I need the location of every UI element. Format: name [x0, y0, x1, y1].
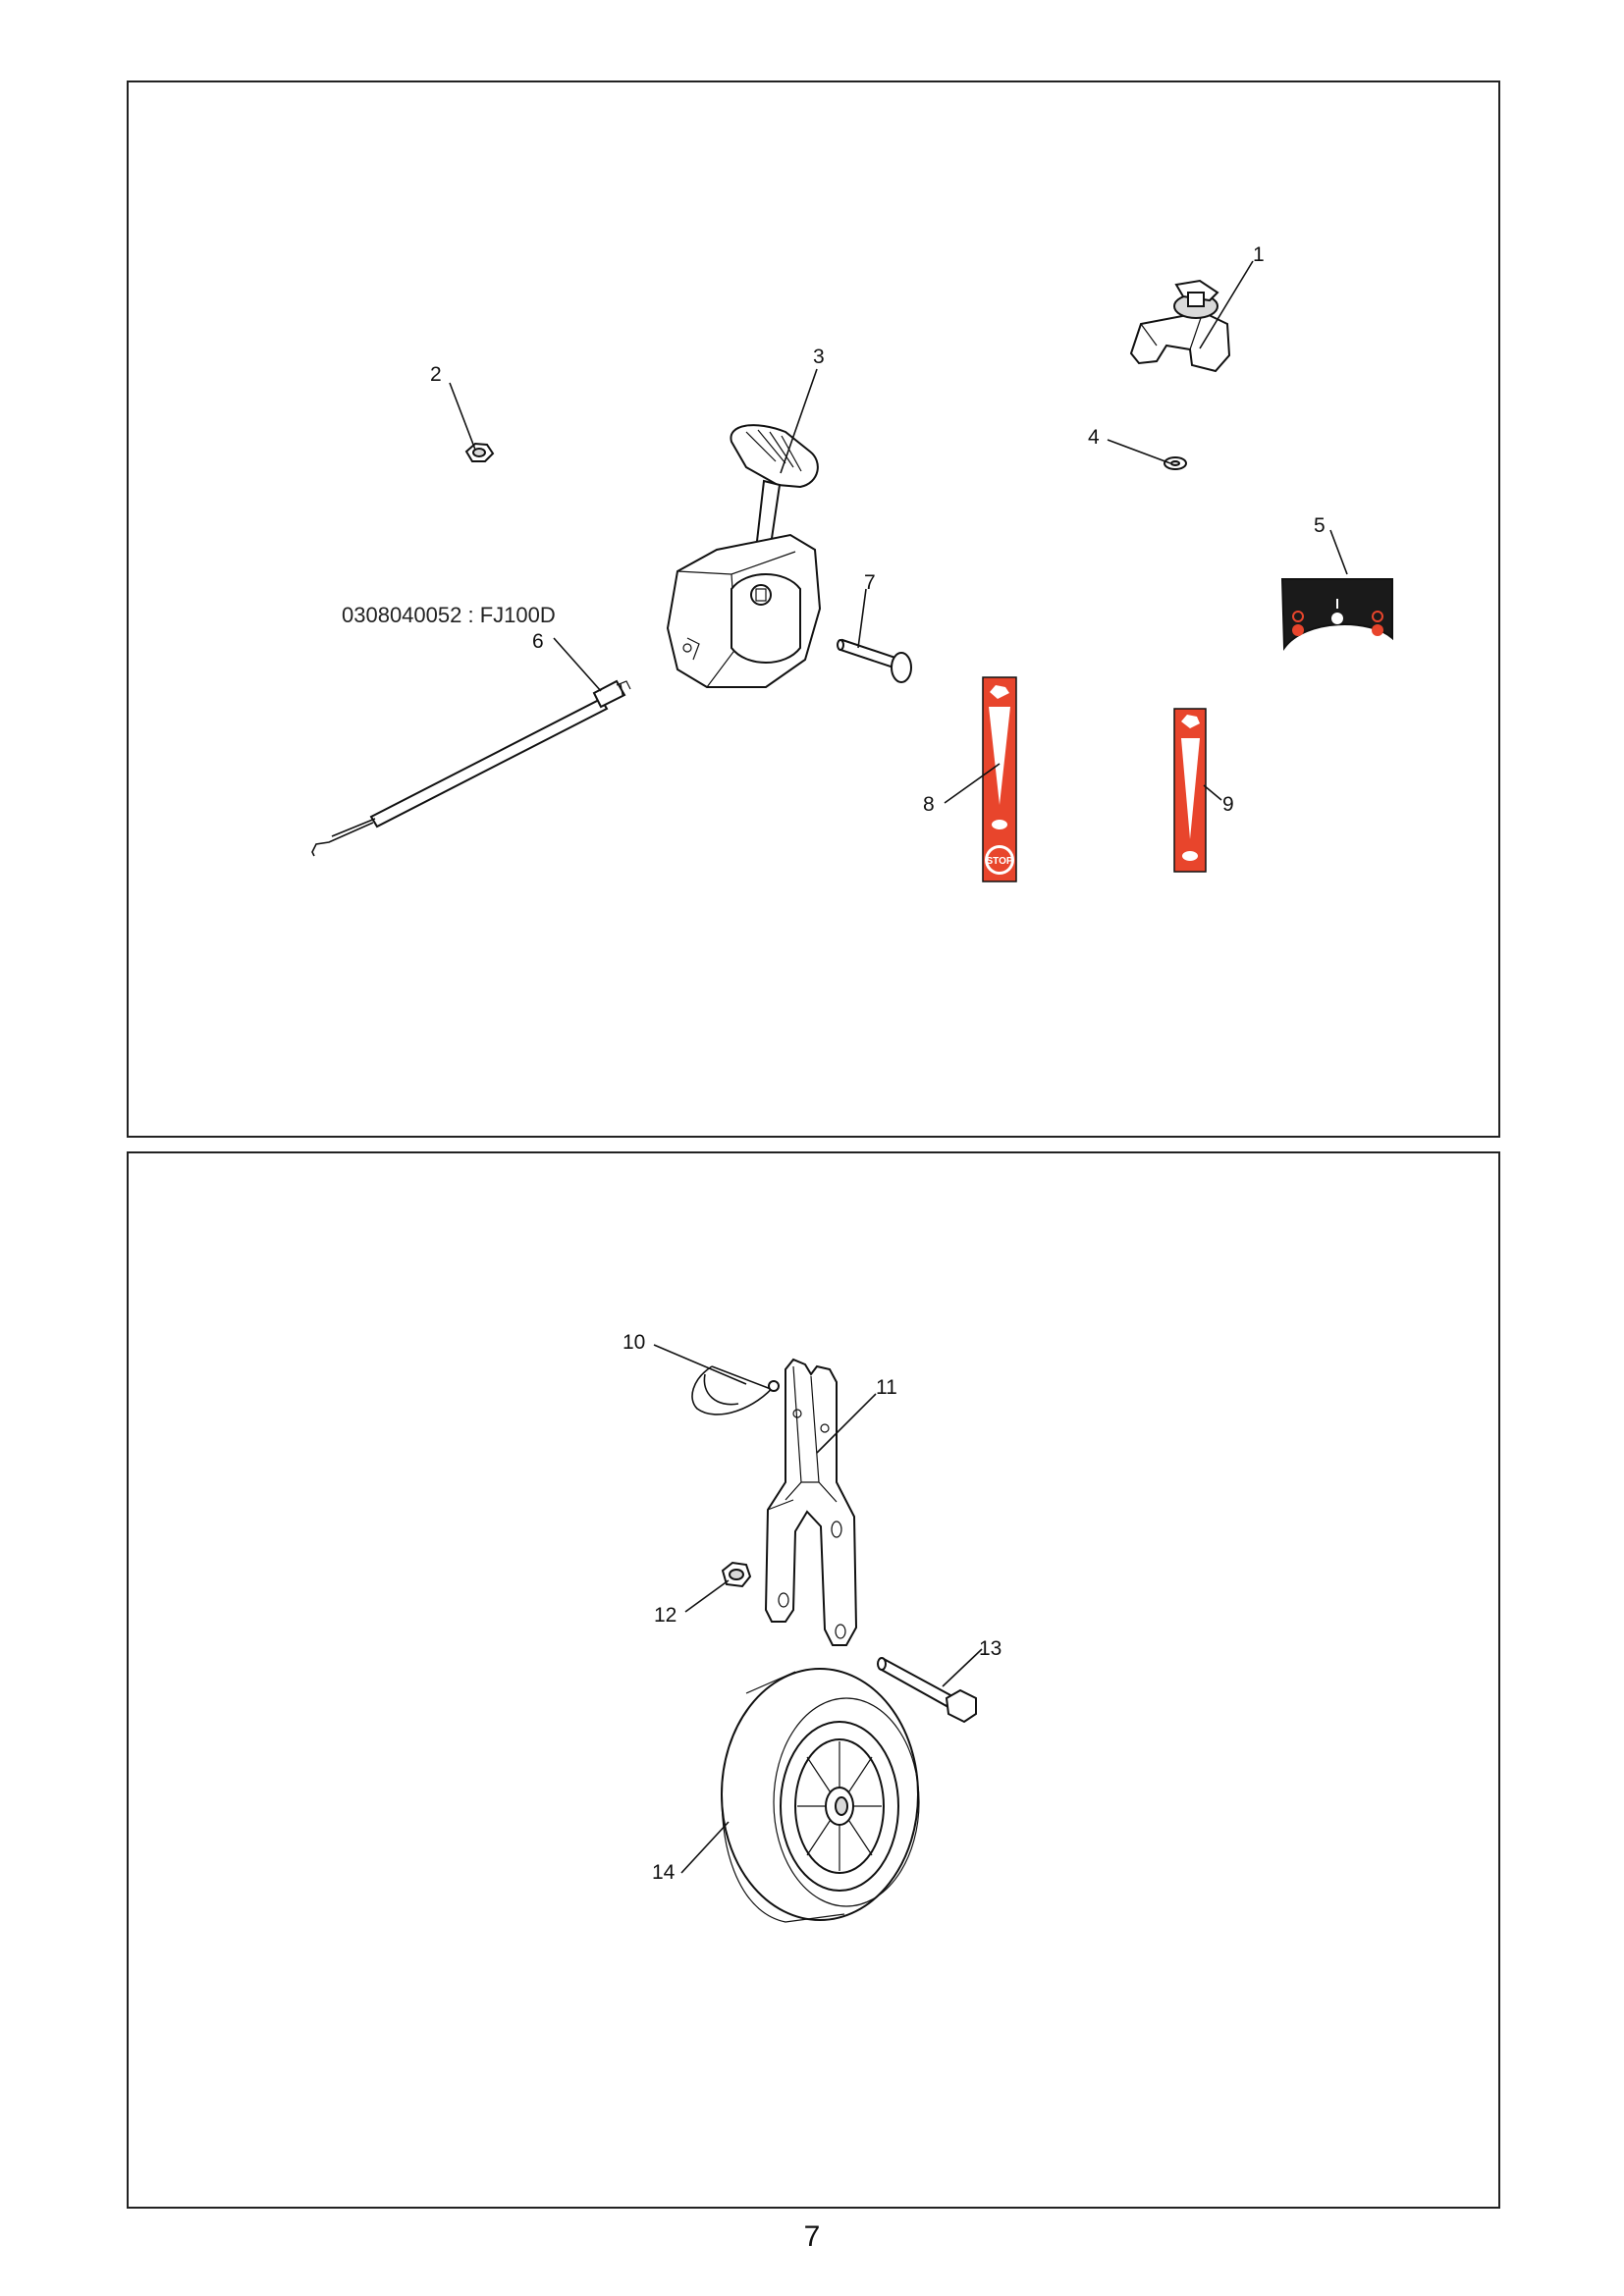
callout-14: 14: [652, 1861, 676, 1884]
callout-1: 1: [1253, 243, 1265, 266]
part-1-cable-clamp: [1129, 279, 1231, 373]
part-8-red-decal-stop: STOP: [982, 676, 1017, 882]
callout-11: 11: [876, 1376, 897, 1399]
callout-13: 13: [979, 1637, 1001, 1660]
leader-lines-top: [449, 260, 1348, 804]
callout-10: 10: [623, 1331, 645, 1354]
part-10-lock-pin: [691, 1365, 780, 1415]
part-9-red-decal: [1173, 708, 1207, 873]
callout-12: 12: [654, 1604, 677, 1627]
part-12-nut: [721, 1561, 752, 1588]
callout-9: 9: [1222, 793, 1234, 816]
callout-6: 6: [532, 630, 544, 653]
part-2-nut: [464, 442, 495, 462]
stop-label: STOP: [986, 856, 1012, 867]
part-13-wheel-bolt: [877, 1657, 977, 1724]
callout-7: 7: [864, 571, 876, 594]
part-3-throttle-lever: [666, 424, 822, 688]
model-caption: 0308040052 : FJ100D: [342, 603, 556, 627]
callout-5: 5: [1314, 514, 1326, 537]
part-4-washer: [1164, 456, 1187, 470]
part-5-speed-decal: [1280, 578, 1393, 651]
part-14-wheel: [721, 1668, 920, 1923]
part-6-throttle-cable: [311, 679, 631, 857]
part-11-wheel-bracket: [764, 1358, 858, 1646]
part-7-bolt: [837, 638, 912, 683]
callout-8: 8: [923, 793, 935, 816]
leader-lines-bottom: [653, 1344, 983, 1874]
callout-2: 2: [430, 363, 442, 386]
callout-3: 3: [813, 346, 825, 368]
page-number: 7: [803, 2220, 821, 2253]
callout-4: 4: [1088, 426, 1100, 449]
